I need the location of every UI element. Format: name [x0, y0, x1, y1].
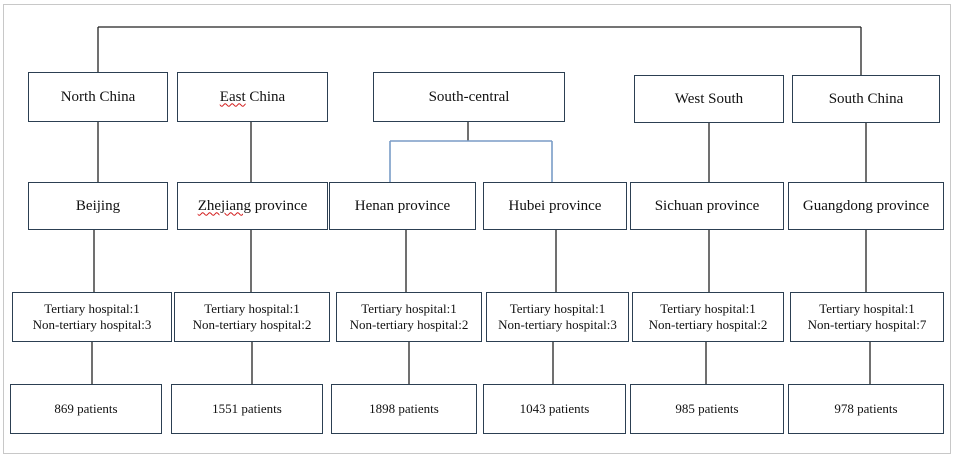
patient-count: 1551 patients — [212, 400, 282, 416]
hospital-box-sichuan: Tertiary hospital:1 Non-tertiary hospita… — [632, 292, 784, 342]
province-label: Henan province — [354, 197, 451, 214]
non-tertiary-count: Non-tertiary hospital:2 — [349, 317, 469, 332]
hospital-box-guangdong: Tertiary hospital:1 Non-tertiary hospita… — [790, 292, 944, 342]
patient-count: 978 patients — [834, 400, 898, 416]
region-box-south-central: South-central — [373, 72, 565, 122]
non-tertiary-count: Non-tertiary hospital:3 — [32, 317, 152, 332]
patients-box-beijing: 869 patients — [10, 384, 162, 434]
province-label: Beijing — [75, 197, 121, 214]
province-box-zhejiang: Zhejiang province — [177, 182, 328, 230]
tertiary-count: Tertiary hospital:1 — [361, 300, 457, 316]
patients-box-sichuan: 985 patients — [630, 384, 784, 434]
province-label: Sichuan province — [654, 197, 760, 214]
region-box-west-south: West South — [634, 75, 784, 123]
region-label: South-central — [428, 88, 510, 105]
region-box-south-china: South China — [792, 75, 940, 123]
province-label: Hubei province — [508, 197, 602, 214]
patient-count: 869 patients — [54, 400, 118, 416]
region-box-north-china: North China — [28, 72, 168, 122]
region-box-east-china: East China — [177, 72, 328, 122]
non-tertiary-count: Non-tertiary hospital:7 — [807, 317, 927, 332]
hospital-box-hubei: Tertiary hospital:1 Non-tertiary hospita… — [486, 292, 629, 342]
patient-count: 1898 patients — [369, 400, 439, 416]
tertiary-count: Tertiary hospital:1 — [204, 300, 300, 316]
region-label: East China — [219, 88, 286, 105]
province-box-sichuan: Sichuan province — [630, 182, 784, 230]
province-box-guangdong: Guangdong province — [788, 182, 944, 230]
patient-count: 1043 patients — [519, 400, 590, 416]
province-box-hubei: Hubei province — [483, 182, 627, 230]
province-box-beijing: Beijing — [28, 182, 168, 230]
figure-frame — [3, 4, 951, 454]
hospital-box-henan: Tertiary hospital:1 Non-tertiary hospita… — [336, 292, 482, 342]
non-tertiary-count: Non-tertiary hospital:2 — [648, 317, 768, 332]
hospital-box-beijing: Tertiary hospital:1 Non-tertiary hospita… — [12, 292, 172, 342]
hospital-box-zhejiang: Tertiary hospital:1 Non-tertiary hospita… — [174, 292, 330, 342]
tertiary-count: Tertiary hospital:1 — [509, 300, 606, 316]
tertiary-count: Tertiary hospital:1 — [660, 300, 756, 316]
region-label: South China — [828, 90, 904, 107]
region-label: North China — [60, 88, 136, 105]
tertiary-count: Tertiary hospital:1 — [44, 300, 140, 316]
patients-box-zhejiang: 1551 patients — [171, 384, 323, 434]
tertiary-count: Tertiary hospital:1 — [819, 300, 915, 316]
patients-box-hubei: 1043 patients — [483, 384, 626, 434]
non-tertiary-count: Non-tertiary hospital:3 — [498, 317, 617, 332]
non-tertiary-count: Non-tertiary hospital:2 — [192, 317, 312, 332]
patients-box-guangdong: 978 patients — [788, 384, 944, 434]
region-label: West South — [674, 90, 744, 107]
province-label: Guangdong province — [802, 197, 930, 214]
province-box-henan: Henan province — [329, 182, 476, 230]
patient-count: 985 patients — [675, 400, 739, 416]
province-label: Zhejiang province — [197, 197, 308, 214]
patients-box-henan: 1898 patients — [331, 384, 477, 434]
